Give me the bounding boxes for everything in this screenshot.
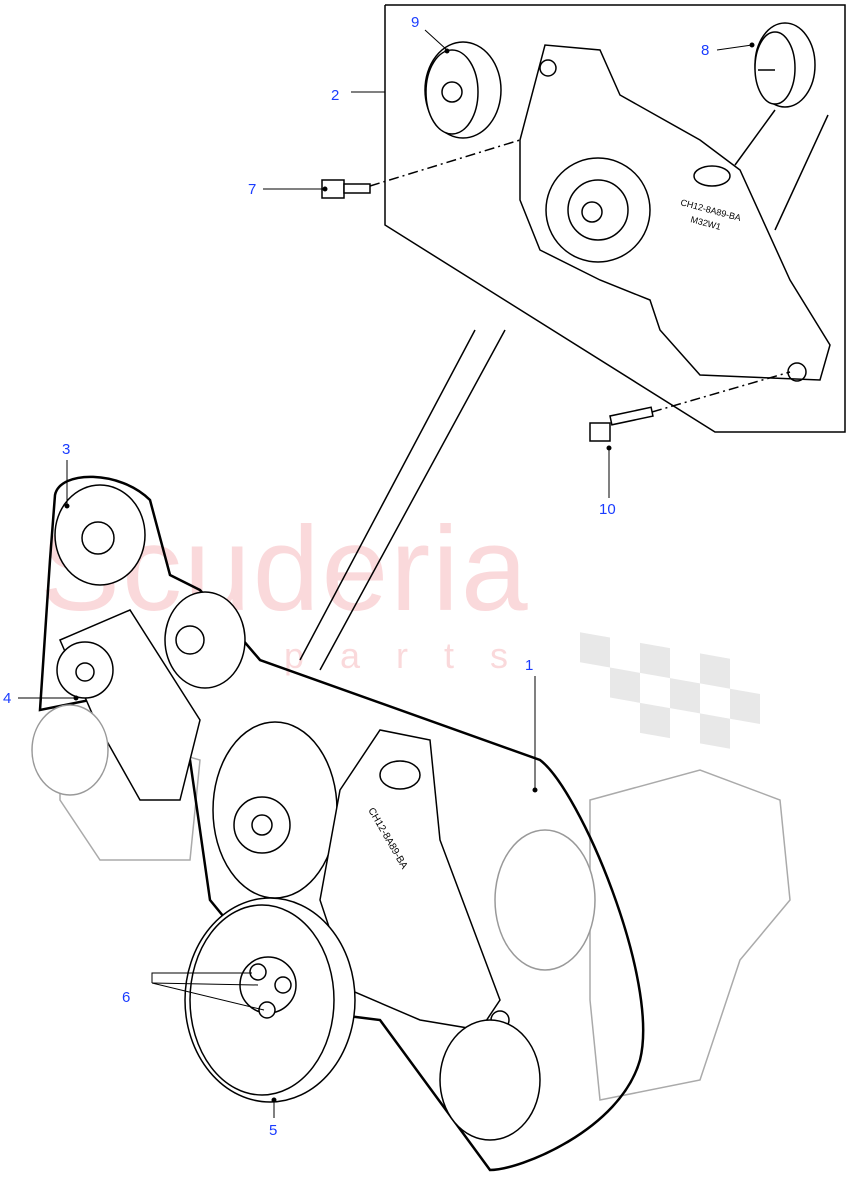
callout-8: 8 [701,42,710,59]
callout-3: 3 [62,441,71,458]
tensioner-assembly-lower: CH12-8A89-BA [319,729,596,1141]
bolts-6 [249,963,292,1019]
inset-frame [384,4,846,433]
callout-1: 1 [525,657,534,674]
callout-9: 9 [411,14,420,31]
drive-belt-1 [38,475,645,1172]
idler-pulley-9 [424,41,502,139]
watermark-checker [580,632,760,749]
tensioner-bracket-2: CH12-8A89-BA M32W1 [519,44,831,382]
water-pump-pulley [212,721,338,899]
leader-lines [18,29,755,1118]
bolt-10 [589,371,791,442]
crankshaft-pulley-5 [184,897,356,1103]
callout-7: 7 [248,181,257,198]
idler-pulley-upper [164,591,246,689]
pulley-8 [754,22,816,108]
callout-2: 2 [331,87,340,104]
callout-6: 6 [122,989,131,1006]
bolt-7 [321,139,521,199]
tensioner-4 [31,609,201,801]
callout-10: 10 [599,501,616,518]
callout-5: 5 [269,1122,278,1139]
idler-pulley-3 [54,484,146,586]
callout-4: 4 [3,690,12,707]
